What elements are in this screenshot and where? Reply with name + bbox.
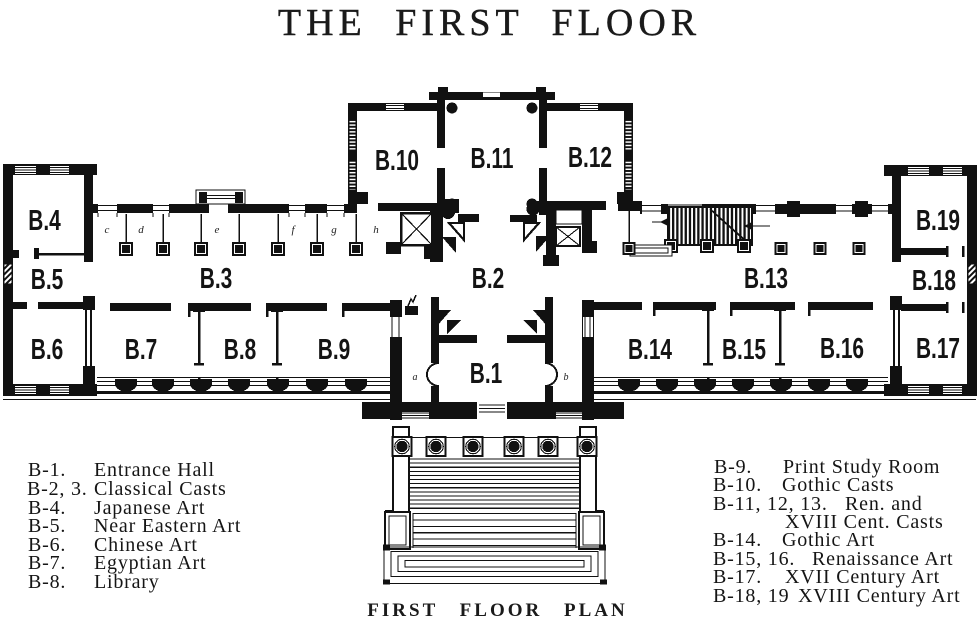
svg-text:c: c bbox=[105, 224, 110, 236]
svg-text:B.3: B.3 bbox=[200, 263, 232, 295]
svg-text:B.10: B.10 bbox=[375, 145, 419, 177]
svg-text:B.7: B.7 bbox=[125, 334, 157, 366]
svg-text:B.18: B.18 bbox=[912, 265, 956, 297]
svg-text:B.17: B.17 bbox=[916, 333, 960, 365]
svg-text:B.12: B.12 bbox=[568, 142, 612, 174]
svg-text:a: a bbox=[413, 372, 418, 383]
svg-text:B.16: B.16 bbox=[820, 333, 864, 365]
svg-text:d: d bbox=[138, 224, 144, 236]
svg-text:B.15: B.15 bbox=[722, 334, 766, 366]
svg-text:B.9: B.9 bbox=[318, 334, 350, 366]
svg-text:g: g bbox=[331, 224, 337, 236]
svg-text:B.5: B.5 bbox=[31, 264, 63, 296]
svg-text:B.11: B.11 bbox=[471, 143, 514, 175]
svg-text:B.8: B.8 bbox=[224, 334, 256, 366]
svg-text:B.1: B.1 bbox=[470, 358, 502, 390]
svg-text:B.4: B.4 bbox=[28, 205, 60, 237]
svg-text:B.13: B.13 bbox=[744, 263, 788, 295]
svg-text:h: h bbox=[373, 224, 379, 236]
svg-text:b: b bbox=[564, 372, 569, 383]
svg-text:e: e bbox=[215, 224, 220, 236]
svg-text:B.2: B.2 bbox=[472, 263, 504, 295]
svg-text:f: f bbox=[291, 224, 296, 236]
svg-text:B.14: B.14 bbox=[628, 334, 672, 366]
svg-text:B.19: B.19 bbox=[916, 205, 960, 237]
svg-text:B.6: B.6 bbox=[31, 334, 63, 366]
